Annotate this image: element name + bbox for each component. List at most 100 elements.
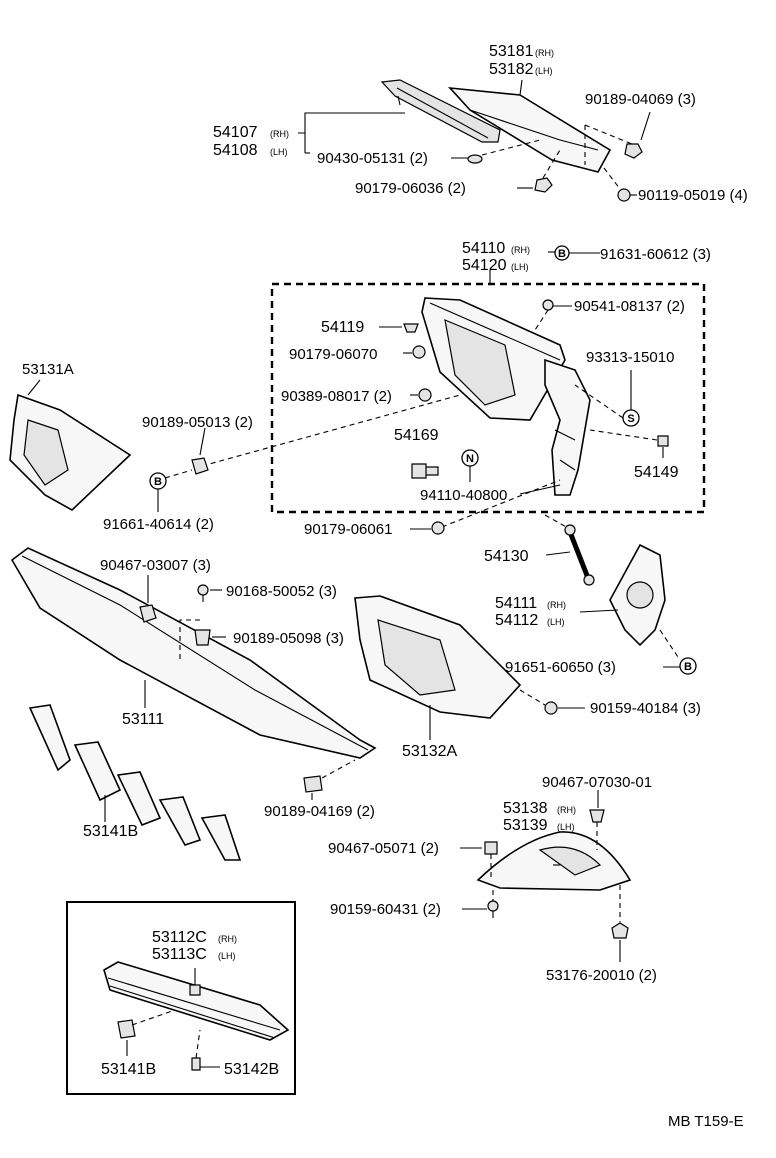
label-91661-40614: 91661-40614 (2) xyxy=(103,516,214,533)
label-54111: 54111 xyxy=(495,595,537,612)
label-91631-60612: 91631-60612 (3) xyxy=(600,246,711,263)
clip-53176 xyxy=(611,922,629,939)
label-90467-05071: 90467-05071 (2) xyxy=(328,840,439,857)
bolt-54119 xyxy=(403,323,419,333)
nut-90179-06036 xyxy=(534,177,553,193)
grille-53112C xyxy=(103,961,290,1041)
side-bracket xyxy=(544,358,591,496)
label-54120: 54120 xyxy=(462,257,507,274)
label-54169: 54169 xyxy=(394,427,439,444)
label-54120-suffix: (LH) xyxy=(511,262,529,272)
screw-54169 xyxy=(411,463,439,479)
fins-53141B xyxy=(28,704,242,861)
label-90159-60431: 90159-60431 (2) xyxy=(330,901,441,918)
fin-4 xyxy=(158,796,202,846)
hood-lock-support-assembly xyxy=(298,79,651,202)
label-90467-03007: 90467-03007 (3) xyxy=(100,557,211,574)
cover-53138 xyxy=(460,790,632,962)
assembly-box-54110 xyxy=(270,282,706,514)
label-53181-suffix: (RH) xyxy=(535,48,554,58)
label-90189-04169: 90189-04169 (2) xyxy=(264,803,375,820)
label-53113C: 53113C xyxy=(152,946,207,963)
label-90159-40184: 90159-40184 (3) xyxy=(590,700,701,717)
label-90189-05013: 90189-05013 (2) xyxy=(142,414,253,431)
bolt-90119-05019 xyxy=(617,188,631,202)
label-54110: 54110 xyxy=(462,240,505,257)
label-54108-suffix: (LH) xyxy=(270,147,288,157)
label-90430-05131: 90430-05131 (2) xyxy=(317,150,428,167)
label-53182: 53182 xyxy=(489,61,534,78)
label-53111: 53111 xyxy=(122,711,164,728)
fin-3 xyxy=(116,771,162,827)
housing-opening xyxy=(444,319,516,406)
clip-90189-05098 xyxy=(194,629,211,646)
labels: 53181 (RH) 53182 (LH) 90189-04069 (3) 54… xyxy=(22,43,748,1130)
fin-5 xyxy=(200,814,242,861)
label-53141B: 53141B xyxy=(83,823,138,840)
label-53141B-inset: 53141B xyxy=(101,1061,156,1078)
label-90179-06061: 90179-06061 xyxy=(304,521,392,538)
label-90389-08017: 90389-08017 (2) xyxy=(281,388,392,405)
clip-90467-07030 xyxy=(589,809,605,823)
symbol-n-label: N xyxy=(466,453,474,465)
symbol-s-label: S xyxy=(627,413,634,425)
label-53138: 53138 xyxy=(503,800,548,817)
clip-53142B xyxy=(191,1057,201,1071)
label-90168-50052: 90168-50052 (3) xyxy=(226,583,337,600)
bracket-53131A: B xyxy=(9,379,209,512)
label-90541-08137: 90541-08137 (2) xyxy=(574,298,685,315)
label-90189-05098: 90189-05098 (3) xyxy=(233,630,344,647)
nut-90430 xyxy=(467,154,483,164)
label-90119-05019: 90119-05019 (4) xyxy=(638,187,748,204)
bracket-54111: B xyxy=(579,543,697,675)
reference-code: MB T159-E xyxy=(668,1113,744,1130)
bracket-53132A-window xyxy=(377,619,456,696)
stay-54130 xyxy=(544,514,595,586)
label-53112C-suffix: (RH) xyxy=(218,934,237,944)
label-94110-40800: 94110-40800 xyxy=(420,487,507,504)
clip-90467-05071 xyxy=(484,841,498,855)
clip-90389 xyxy=(418,388,432,402)
bar-53111 xyxy=(10,547,377,800)
label-53138-suffix: (RH) xyxy=(557,805,576,815)
label-54110-suffix: (RH) xyxy=(511,245,530,255)
bolt-90168 xyxy=(197,584,209,596)
cover-53138-body xyxy=(476,831,632,891)
fin-1 xyxy=(28,704,71,772)
fin-2 xyxy=(73,741,122,802)
symbol-b-right-label: B xyxy=(684,661,692,673)
nut-90541 xyxy=(542,299,554,311)
label-53182-suffix: (LH) xyxy=(535,66,553,76)
label-90189-04069: 90189-04069 (3) xyxy=(585,91,696,108)
fin-53141B-inset xyxy=(117,1019,136,1039)
bolt-90159-60431 xyxy=(487,900,499,912)
label-53113C-suffix: (LH) xyxy=(218,951,236,961)
label-54107: 54107 xyxy=(213,124,258,141)
symbol-b-left-label: B xyxy=(154,476,162,488)
label-90179-06036: 90179-06036 (2) xyxy=(355,180,466,197)
label-53139: 53139 xyxy=(503,817,548,834)
label-54149: 54149 xyxy=(634,464,679,481)
label-53142B: 53142B xyxy=(224,1061,279,1078)
label-90467-07030-01: 90467-07030-01 xyxy=(542,774,652,791)
label-53112C: 53112C xyxy=(152,929,207,946)
nut-90179-06061 xyxy=(431,521,445,535)
label-53139-suffix: (LH) xyxy=(557,822,575,832)
grille-inset-box xyxy=(66,901,296,1095)
bracket-53131A-window xyxy=(23,419,69,486)
label-91651-60650: 91651-60650 (3) xyxy=(505,659,616,676)
label-53181: 53181 xyxy=(489,43,534,60)
bolt-54149 xyxy=(657,435,669,447)
label-93313-15010: 93313-15010 xyxy=(586,349,674,366)
label-54112: 54112 xyxy=(495,612,538,629)
grille-inset xyxy=(66,901,296,1095)
label-54108: 54108 xyxy=(213,142,258,159)
bolt-90189-04069 xyxy=(624,143,643,159)
bracket-53132A xyxy=(354,595,585,740)
label-90179-06070: 90179-06070 xyxy=(289,346,377,363)
label-54111-suffix: (RH) xyxy=(547,600,566,610)
label-53131A: 53131A xyxy=(22,361,74,378)
symbol-b-right xyxy=(679,657,697,675)
clip-90467-03007 xyxy=(139,604,157,623)
